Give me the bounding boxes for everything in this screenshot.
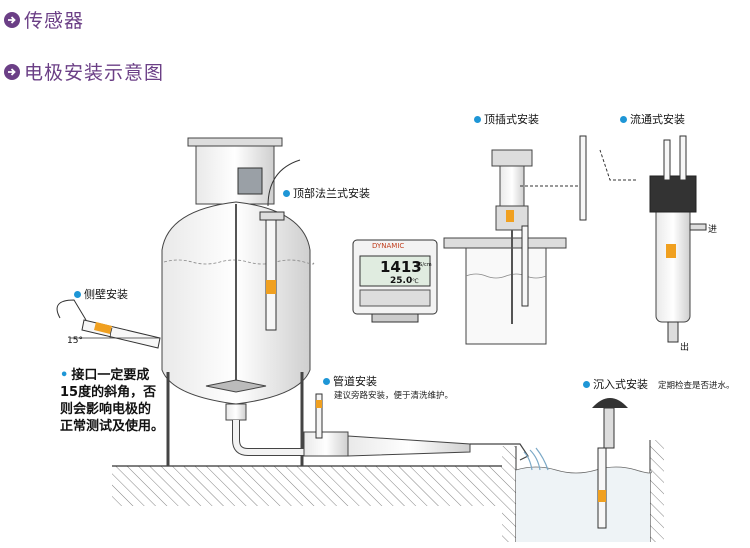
label-immersion: 沉入式安装 bbox=[583, 376, 648, 392]
meter-reading-unit: uS/cm bbox=[416, 262, 432, 268]
pipeline bbox=[303, 393, 549, 471]
section-heading-sensor: 传感器 bbox=[4, 6, 84, 33]
top-insert-apparatus bbox=[443, 135, 587, 345]
label-top-insert: 顶插式安装 bbox=[474, 111, 539, 127]
label-side-wall: 侧壁安装 bbox=[74, 286, 128, 302]
pipeline-hint: 建议旁路安装，便于清洗维护。 bbox=[334, 391, 454, 401]
label-inlet: 进 bbox=[708, 225, 718, 235]
section-heading-install: 电极安装示意图 bbox=[4, 58, 164, 85]
blue-dot-icon bbox=[323, 377, 330, 385]
blue-dot-icon bbox=[283, 189, 290, 197]
note-line-4: 正常测试及使用。 bbox=[60, 419, 165, 434]
arrow-circle-icon bbox=[4, 63, 20, 80]
label-outlet: 出 bbox=[680, 343, 690, 353]
blue-dot-icon bbox=[474, 115, 481, 123]
blue-dot-icon bbox=[620, 115, 627, 123]
top-flange-sensor bbox=[259, 159, 301, 331]
immersion-sensor bbox=[592, 398, 628, 529]
label-angle: 15° bbox=[67, 336, 83, 346]
heading-text: 传感器 bbox=[24, 10, 85, 32]
meter-reading-temp: 25.0 bbox=[390, 276, 413, 286]
immersion-hint: 定期检查是否进水。 bbox=[658, 381, 735, 391]
meter-brand: DYNAMIC bbox=[372, 242, 405, 250]
note-line-3: 则会影响电极的 bbox=[60, 402, 152, 417]
side-wall-sensor bbox=[56, 299, 161, 349]
meter-device bbox=[352, 239, 438, 323]
meter-reading-main: 1413 bbox=[380, 258, 422, 276]
meter-temp-unit: ℃ bbox=[412, 278, 419, 285]
blue-dot-icon bbox=[74, 290, 81, 298]
label-top-flange: 顶部法兰式安装 bbox=[283, 185, 370, 201]
install-note: 接口一定要成 15度的斜角，否 则会影响电极的 正常测试及使用。 bbox=[60, 367, 164, 435]
heading-text: 电极安装示意图 bbox=[24, 62, 165, 84]
flow-through-cell bbox=[599, 135, 707, 343]
ground bbox=[112, 440, 664, 542]
note-line-1: 接口一定要成 bbox=[60, 367, 164, 384]
note-line-2: 15度的斜角，否 bbox=[60, 385, 157, 400]
label-pipeline: 管道安装 bbox=[323, 373, 377, 389]
blue-dot-icon bbox=[583, 380, 590, 388]
arrow-circle-icon bbox=[4, 11, 20, 28]
label-flow-through: 流通式安装 bbox=[620, 111, 685, 127]
